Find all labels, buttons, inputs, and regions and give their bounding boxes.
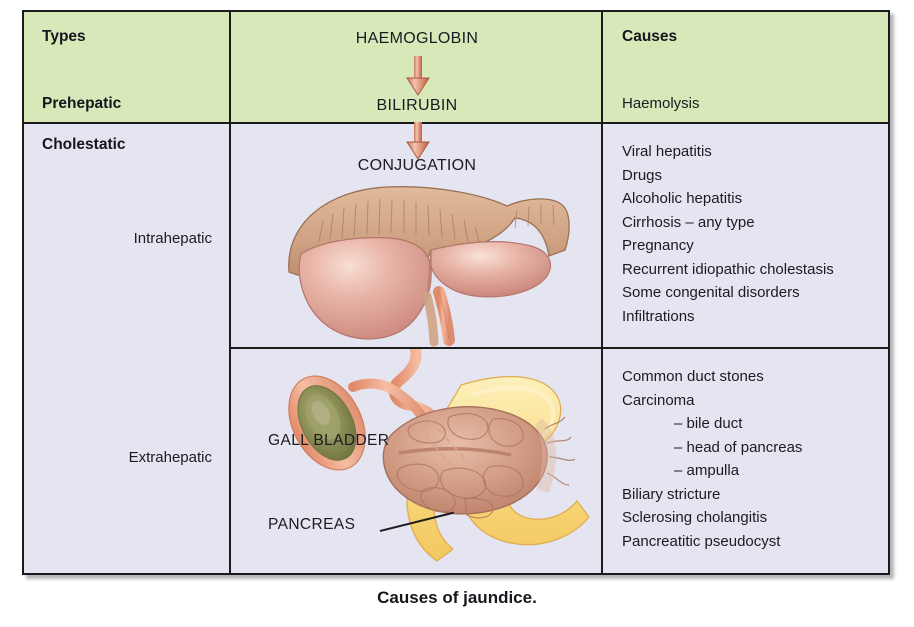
cause-haemolysis: Haemolysis [622, 95, 700, 112]
jaundice-table: Types Prehepatic Cholestatic Intrahepati… [22, 10, 890, 575]
pathway-step-conjugation: CONJUGATION [357, 157, 477, 174]
causes-column-header: Causes [622, 28, 678, 45]
cause-item: Carcinoma [622, 391, 695, 409]
type-label-extrahepatic: Extrahepatic [128, 449, 212, 466]
row-divider-prehepatic [24, 122, 888, 124]
cause-item: Drugs [622, 166, 663, 184]
pancreas-duodenum-illustration [288, 349, 590, 562]
cause-item: Pancreatitic pseudocyst [622, 532, 781, 550]
row-divider-intra-extra [229, 347, 888, 349]
pathway-step-haemoglobin: HAEMOGLOBIN [355, 30, 479, 47]
cause-item: Common duct stones [622, 368, 764, 385]
liver-illustration [288, 186, 570, 347]
cause-item: – ampulla [674, 462, 740, 479]
down-arrow-icon [406, 56, 430, 96]
gall-bladder-label: GALL BLADDER [268, 432, 390, 449]
pathway-step-bilirubin: BILIRUBIN [376, 97, 458, 114]
down-arrow-icon [406, 122, 430, 160]
cause-item: Pregnancy [622, 237, 694, 254]
type-label-intrahepatic: Intrahepatic [133, 230, 212, 247]
type-label-prehepatic: Prehepatic [42, 95, 122, 112]
cause-item: Some congenital disorders [622, 284, 800, 301]
cause-item: Infiltrations [622, 307, 695, 325]
column-divider-2 [601, 12, 603, 573]
pancreas-label: PANCREAS [268, 516, 356, 533]
cause-item: Viral hepatitis [622, 143, 712, 160]
cause-item: – head of pancreas [674, 438, 803, 456]
cause-item: – bile duct [674, 415, 743, 432]
cause-item: Sclerosing cholangitis [622, 509, 768, 526]
header-band [24, 12, 888, 122]
type-label-cholestatic: Cholestatic [42, 136, 126, 153]
types-column-header: Types [42, 28, 86, 45]
cause-item: Alcoholic hepatitis [622, 190, 743, 207]
column-divider-1 [229, 12, 231, 573]
cause-item: Biliary stricture [622, 485, 721, 503]
cause-item: Recurrent idiopathic cholestasis [622, 260, 834, 278]
cause-item: Cirrhosis – any type [622, 213, 755, 231]
figure-caption: Causes of jaundice. [377, 588, 537, 607]
